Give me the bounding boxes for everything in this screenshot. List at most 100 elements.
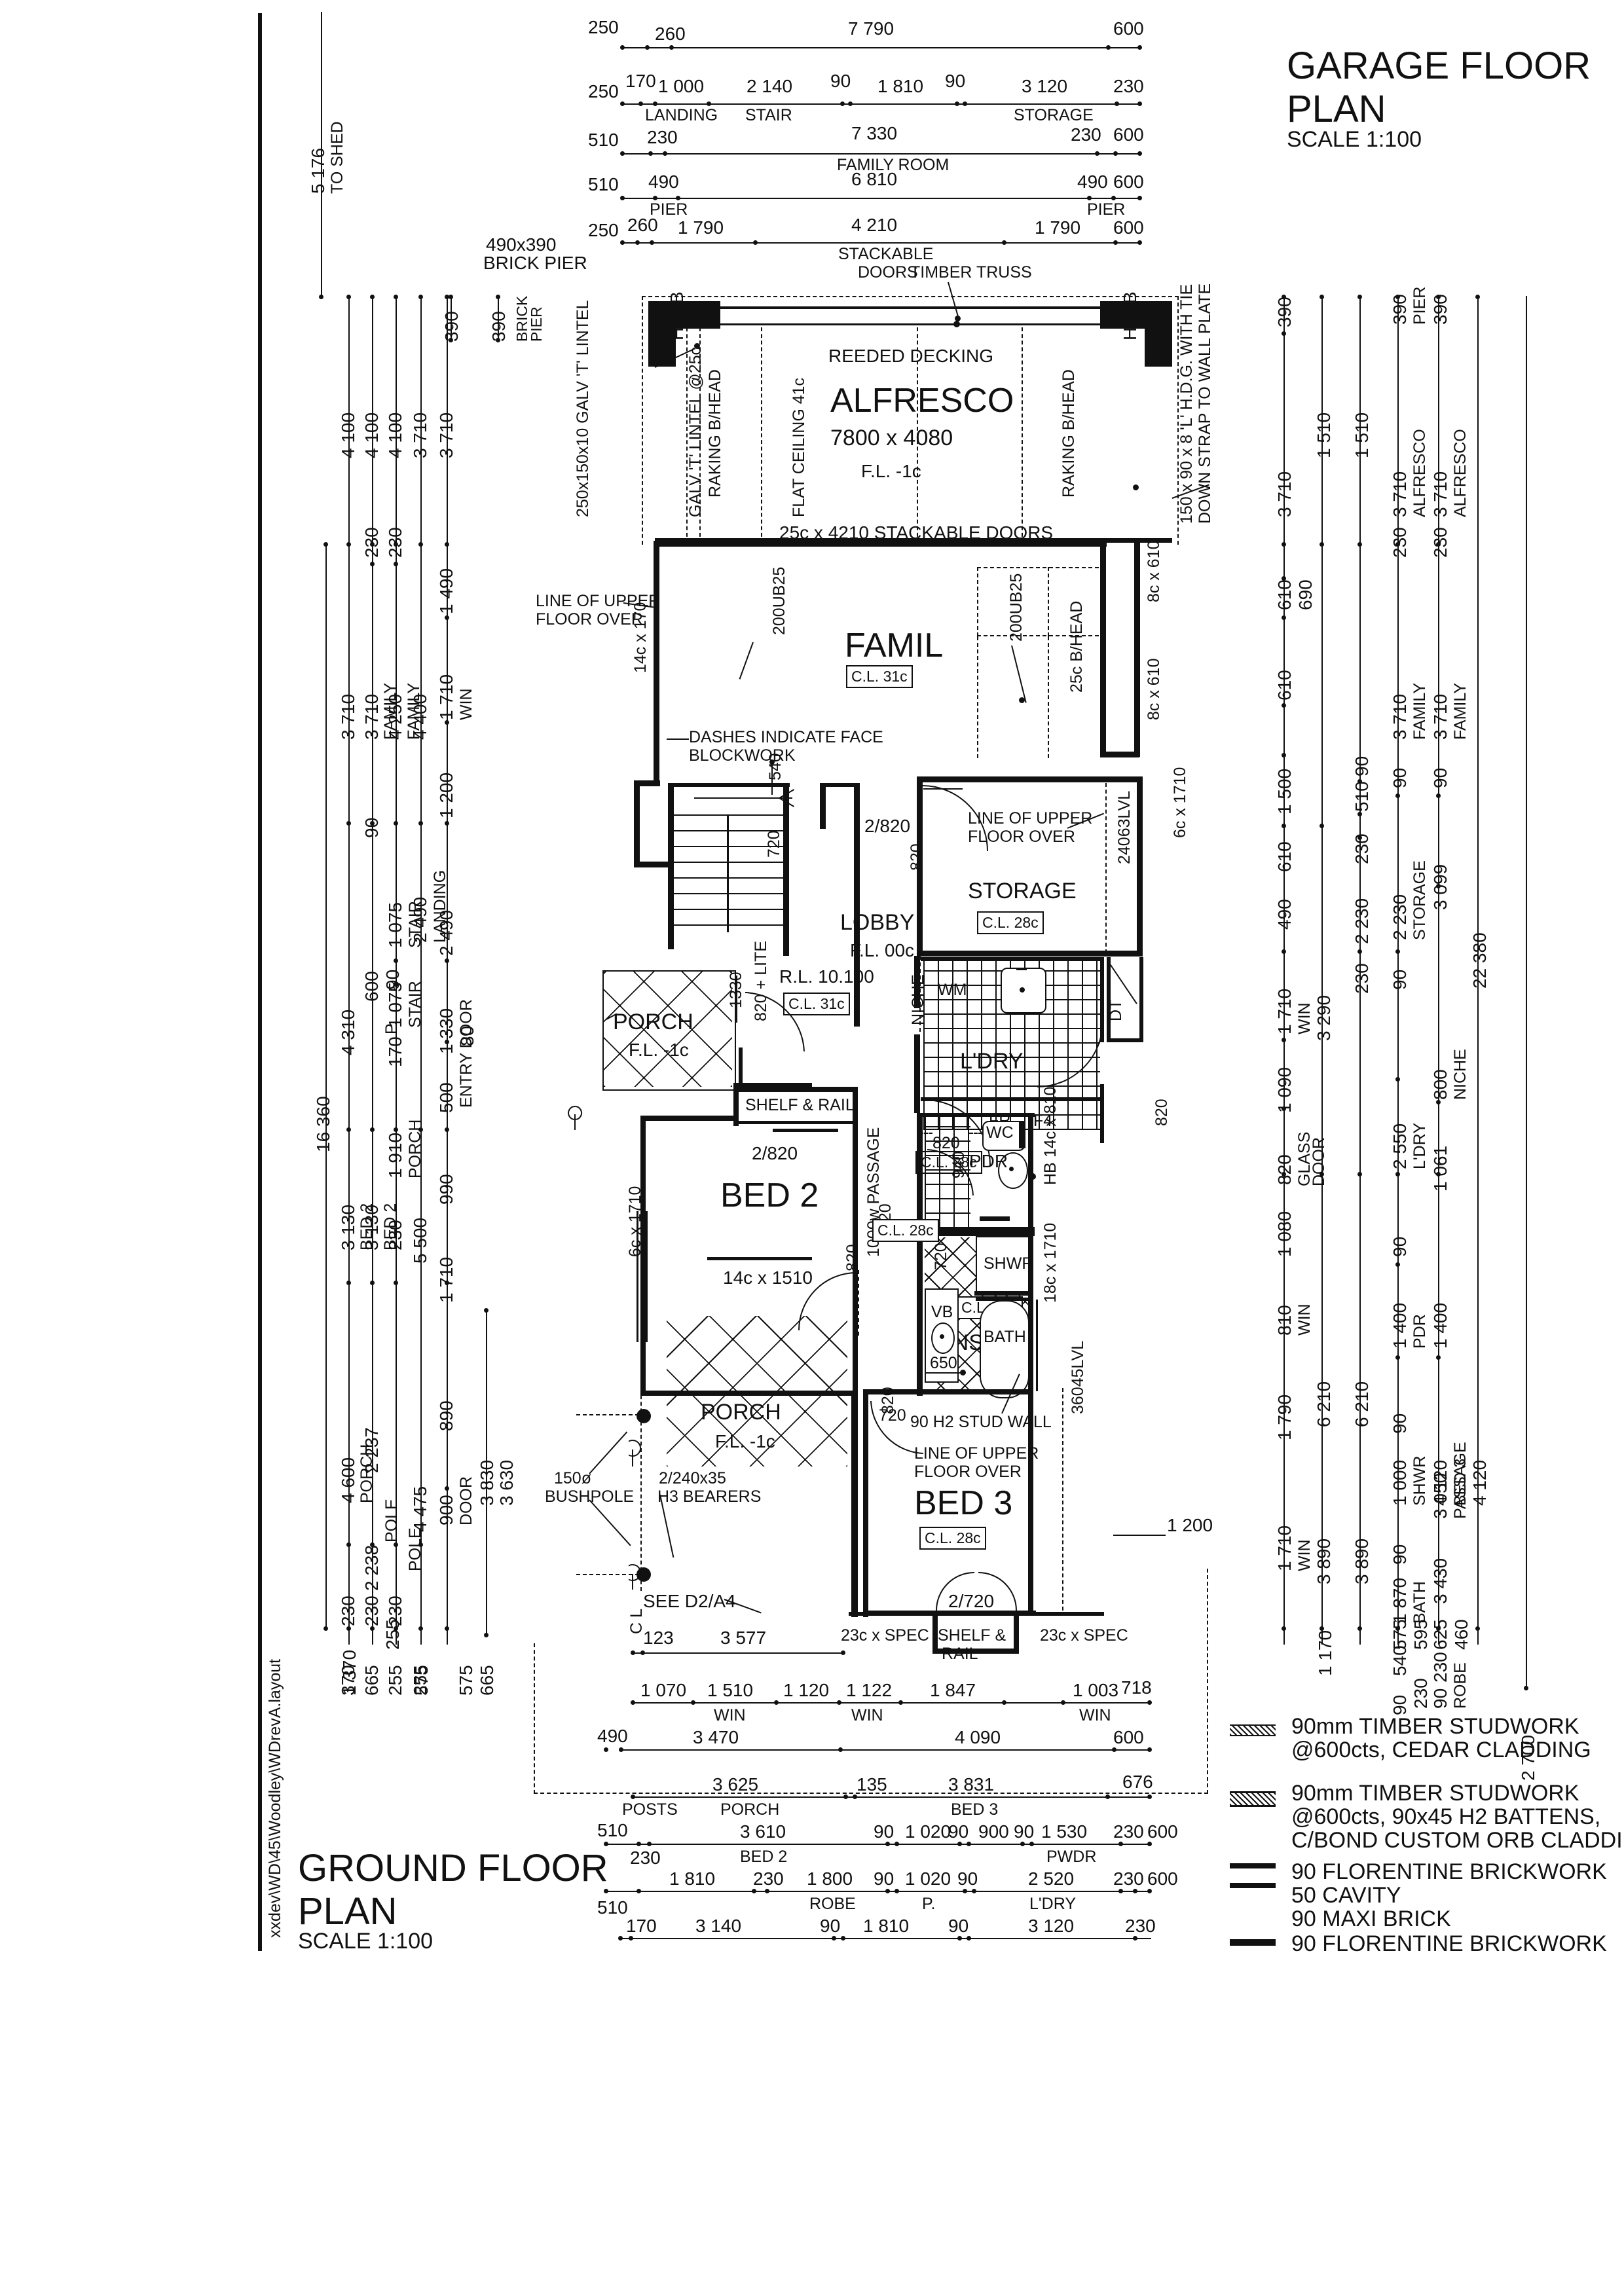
dim-4100-b: 4 100 [361,412,382,458]
dim-90-b6b: 90 [948,1916,969,1936]
dim-490-right: 490 [1077,172,1108,192]
line-upper-floor-over-1-l2: FLOOR OVER [536,610,643,629]
dim-665-b: 665 [477,1665,497,1696]
dim-600-lb: 600 [361,971,382,1002]
dim-230-rf: 230 [1411,1678,1431,1709]
dim-260-r1: 260 [655,24,686,44]
dim-label-pier-right: PIER [1087,200,1126,219]
dim-2490-a: 2 490 [410,896,430,943]
bushpole-label-l2: BUSHPOLE [545,1487,635,1506]
legend-item-0-line-0: 90mm TIMBER STUDWORK [1291,1714,1579,1739]
shower-tray [976,1236,1033,1295]
garage-plan-scale: SCALE 1:100 [1287,127,1422,152]
dim-650: 650 [930,1354,957,1372]
dim-1810-top: 1 810 [877,76,924,96]
door-swing-bed3 [870,1400,924,1454]
family-room-label: FAMIL [845,627,944,665]
dim-610-r2: 610 [1274,670,1295,701]
dim-600-r5: 600 [1113,217,1144,238]
dim-3710-r3: 3 710 [1390,693,1410,740]
dim-2140: 2 140 [747,76,793,96]
hb-label: HB [1041,1162,1060,1185]
bed3-cl-box: C.L. 28c [919,1527,986,1550]
porch-lower-fl: F.L. -1c [715,1431,775,1451]
dim-230-c: 230 [385,527,405,558]
dim-3120-b6: 3 120 [1028,1916,1075,1936]
dim-250-r1: 250 [588,17,619,37]
dim-3470: 3 470 [693,1727,739,1747]
door-820-dt: 820 [1153,1099,1171,1126]
lobby-fl: F.L. 00c [850,940,915,960]
dim-label-bed3-b: BED 3 [951,1800,999,1819]
dim-label-doors: DOORS [858,263,918,282]
alfresco-size: 7800 x 4080 [830,426,953,450]
dim-4310-col: 4 310 [338,1009,358,1055]
dim-label-family-room: FAMILY ROOM [837,156,950,174]
sink-icon [1001,968,1046,1013]
dim-90-lb: 90 [361,817,382,838]
dim-label-win-b2: WIN [851,1706,883,1724]
basin-icon [998,1152,1028,1189]
line-upper-floor-over-1-l1: LINE OF UPPER [536,592,661,610]
dim-90-b5b: 90 [957,1868,978,1889]
door-820-bed2: 820 [843,1244,862,1271]
timber-truss-label: TIMBER TRUSS [910,263,1032,282]
win-6c1710-b: 6c x 1710 [626,1186,644,1257]
spec-left-label: 23c x SPEC [841,1626,929,1645]
dim-540-label: 540 [766,753,784,780]
dim-label-stackable: STACKABLE [838,245,934,263]
dim-90-rc: 90 [1390,969,1410,990]
cl-symbol: C L [627,1609,646,1634]
dim-1800: 1 800 [807,1868,853,1889]
dim-1020-b5: 1 020 [905,1868,951,1889]
dim-1400-b: 1 400 [1430,1302,1450,1349]
dim-230-lb: 230 [361,1595,382,1626]
legend-swatch-timber-cedar [1230,1724,1276,1736]
dim-2230-a: 2 230 [1352,898,1372,944]
dim-90-rb: 90 [1390,767,1410,788]
dim-7790: 7 790 [848,18,895,39]
dim-4400: 4 400 [410,693,430,740]
door-2-820-b: 2/820 [752,1143,798,1163]
stud-wall-label: 90 H2 STUD WALL [910,1413,1052,1431]
dim-1080: 1 080 [1274,1211,1295,1257]
dim-1330-e: 1 330 [436,1008,456,1054]
raking-bhead-right-label: RAKING B/HEAD [1060,369,1078,498]
legend-item-1-line-0: 90mm TIMBER STUDWORK [1291,1781,1579,1806]
dim-990: 990 [436,1174,456,1205]
door-swing-ldry [924,1099,991,1166]
dim-1530: 1 530 [1041,1821,1088,1842]
dim-3130-b: 3 130 [361,1204,382,1250]
dim-90-b4a: 90 [874,1821,895,1842]
dim-label-shwr-r: SHWR [1411,1455,1429,1506]
dim-900: 900 [436,1495,456,1525]
dashes-face-blockwork-l2: BLOCKWORK [689,746,796,765]
dim-1710-e2: 1 710 [436,1256,456,1303]
dim-3830: 3 830 [477,1459,497,1506]
double-door-swing-robe [936,1572,1017,1611]
dim-label-bed2-b4: BED 2 [740,1848,788,1866]
hdb-left-label: H.D.B [667,291,687,340]
dim-90-rh: 90 [1430,767,1450,788]
lobby-rl: R.L. 10.100 [779,966,874,987]
bhead-25c-label: 25c B/HEAD [1067,600,1086,693]
dim-390-r2: 390 [1390,294,1410,325]
dim-90-ri: 90 [1430,1688,1450,1709]
dim-1847: 1 847 [930,1680,976,1700]
dim-510-r: 510 [1352,781,1372,812]
dim-2238: 2 238 [361,1544,382,1591]
dim-890: 890 [436,1400,456,1431]
dim-255-b: 255 [385,1665,405,1696]
dim-label-family-r1: FAMILY [1411,682,1429,740]
dim-90-rd: 90 [1390,1236,1410,1257]
dim-230-b5b: 230 [1113,1868,1144,1889]
dim-3710-a: 3 710 [338,693,358,740]
dim-1120: 1 120 [783,1680,830,1700]
dim-label-ldry-b5: L'DRY [1029,1895,1077,1913]
dim-3890-b: 3 890 [1352,1538,1372,1584]
dim-7330: 7 330 [851,123,898,143]
dim-1870: 1 870 [1390,1577,1410,1624]
dim-label-win-r1: WIN [1295,1002,1314,1034]
dim-1061: 1 061 [1430,1145,1450,1192]
dim-600-b5: 600 [1147,1868,1178,1889]
